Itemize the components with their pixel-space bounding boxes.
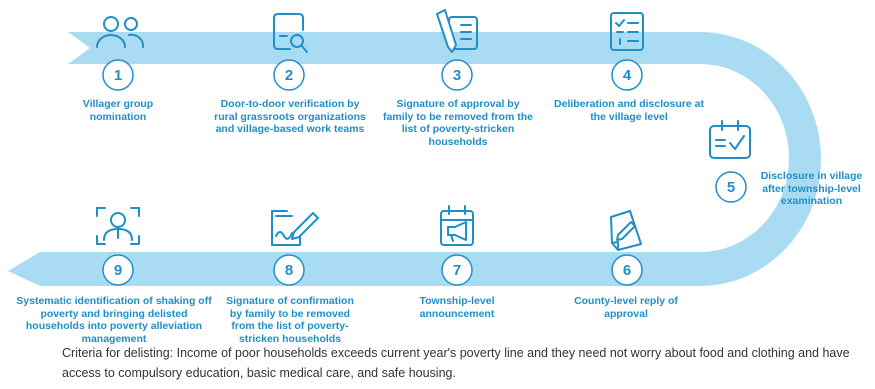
step-circle-5: 5 [715,171,747,203]
people-icon [96,16,145,48]
board-check-icon [709,120,751,159]
step-circle-3: 3 [441,59,473,91]
step-label-7: Township-level announcement [419,295,495,320]
svg-text:8: 8 [285,262,293,279]
document-search-icon [273,13,308,53]
step-label-5: Disclosure in village after township-lev… [760,170,863,207]
signature-icon [271,210,319,246]
svg-text:2: 2 [285,67,293,84]
flow-band [8,32,821,286]
svg-text:9: 9 [114,262,122,279]
step-label-8: Signature of confirmation by family to b… [226,295,354,345]
step-circle-7: 7 [441,254,473,286]
step-label-4: Deliberation and disclosure at the villa… [554,98,704,123]
person-frame-icon [96,207,140,245]
step-circle-9: 9 [102,254,134,286]
step-circle-2: 2 [273,59,305,91]
step-label-1: Villager group nomination [82,98,154,123]
svg-text:3: 3 [453,67,461,84]
svg-text:7: 7 [453,262,461,279]
pen-list-icon [436,9,478,53]
step-circle-8: 8 [273,254,305,286]
svg-text:6: 6 [623,262,631,279]
svg-text:1: 1 [114,67,122,84]
step-label-3: Signature of approval by family to be re… [383,98,533,148]
step-circle-6: 6 [611,254,643,286]
delisting-criteria-note: Criteria for delisting: Income of poor h… [62,346,850,380]
step-circle-4: 4 [611,59,643,91]
checklist-icon [610,12,644,51]
step-circle-1: 1 [102,59,134,91]
calendar-megaphone-icon [440,205,474,246]
step-label-2: Door-to-door verification by rural grass… [214,98,366,135]
svg-text:5: 5 [727,179,735,196]
svg-text:4: 4 [623,67,632,84]
document-pencil-icon [610,210,642,251]
step-label-6: County-level reply of approval [574,295,678,320]
step-label-9: Systematic identification of shaking off… [16,295,212,345]
